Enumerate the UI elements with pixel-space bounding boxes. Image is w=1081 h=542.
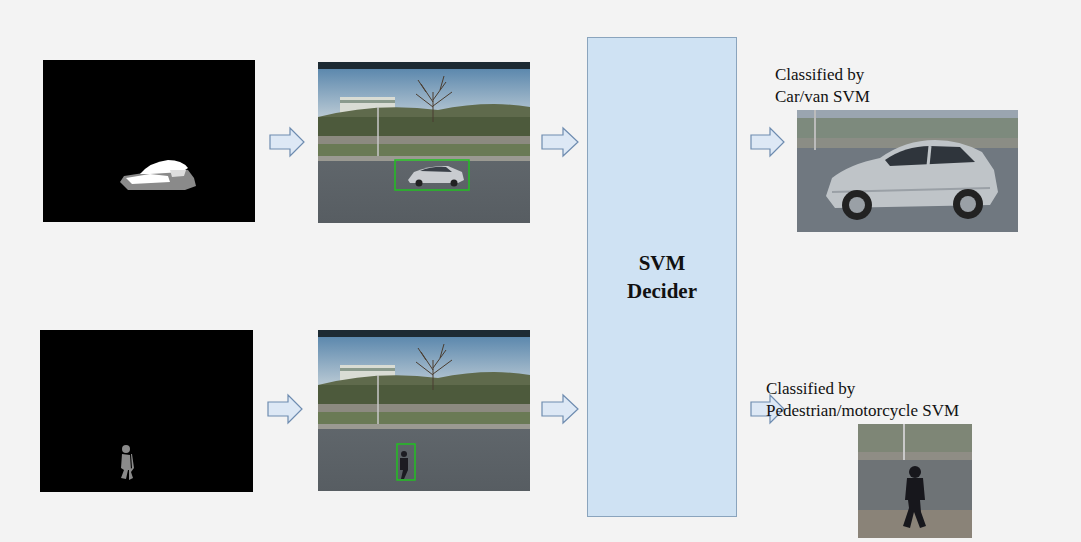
process-box: SVM Decider [587,37,737,517]
caption-label: Classified by Car/van SVM [775,64,907,108]
caption-label: Classified by Pedestrian/motorcycle SVM [766,378,984,422]
box-title: SVM Decider [612,249,712,306]
